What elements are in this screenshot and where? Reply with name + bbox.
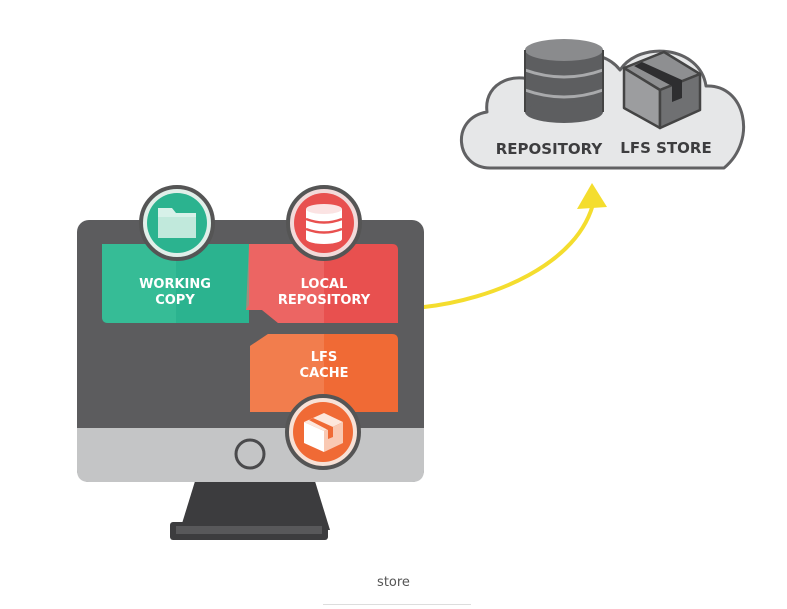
lfs-cache-label-2: CACHE — [300, 366, 349, 381]
cloud-lfs-store-label: LFS STORE — [620, 139, 711, 157]
working-copy-label-2: COPY — [155, 293, 195, 308]
monitor-stand — [180, 478, 330, 530]
power-button — [234, 438, 266, 470]
caption: store — [377, 575, 410, 590]
push-arrow — [422, 183, 607, 309]
local-repository-panel: LOCAL REPOSITORY — [246, 244, 398, 323]
caption-divider — [323, 604, 471, 605]
box-icon — [285, 394, 361, 470]
database-icon — [286, 185, 362, 261]
cloud-box-icon — [622, 50, 702, 130]
cloud-database-icon — [524, 39, 604, 123]
local-repository-label-1: LOCAL — [301, 277, 348, 292]
cloud: REPOSITORY LFS STORE — [460, 39, 746, 170]
working-copy-panel: WORKING COPY — [102, 244, 249, 323]
working-copy-label-1: WORKING — [139, 277, 211, 292]
folder-icon — [139, 185, 215, 261]
lfs-cache-panel: LFS CACHE — [250, 334, 398, 412]
local-repository-label-2: REPOSITORY — [278, 293, 371, 308]
monitor-chin — [77, 428, 424, 482]
cloud-repository-label: REPOSITORY — [496, 140, 604, 158]
lfs-cache-label-1: LFS — [311, 350, 338, 365]
